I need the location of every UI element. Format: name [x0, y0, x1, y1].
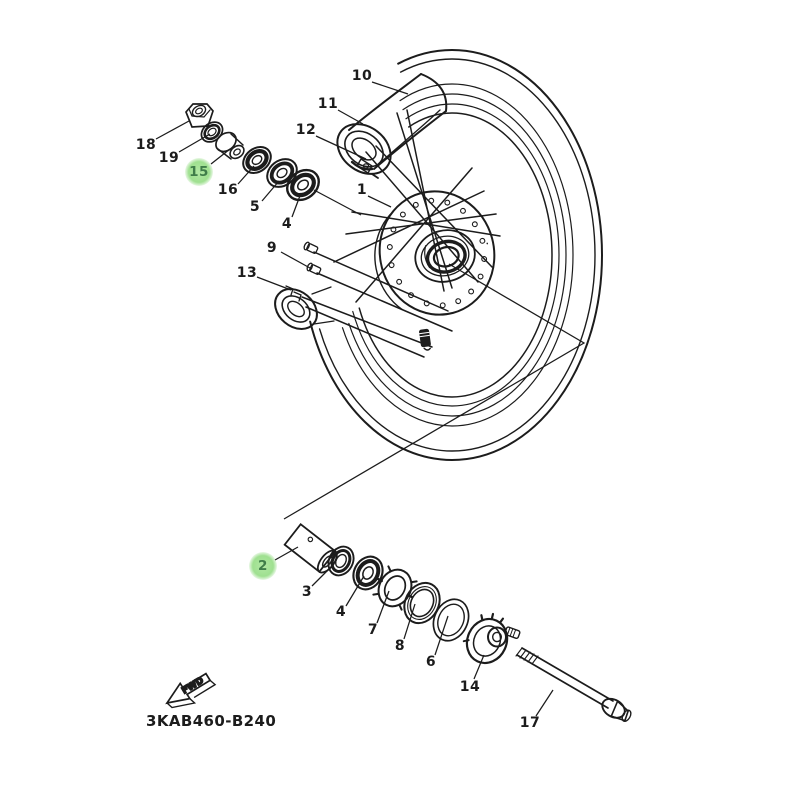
leader-6	[434, 615, 449, 656]
leader-14	[473, 654, 485, 680]
callout-1: 1	[356, 182, 368, 198]
axle-nut-18	[185, 103, 214, 128]
leader-12	[315, 135, 367, 160]
bearing-5	[266, 158, 298, 188]
leader-18	[155, 120, 190, 140]
callout-19: 19	[158, 150, 180, 166]
leader-3	[311, 563, 335, 587]
leader-9	[280, 251, 311, 269]
leader-5	[261, 180, 280, 202]
rim-section-10-11	[336, 73, 448, 179]
part-code: 3KAB460-B240	[146, 712, 277, 730]
axle-axis-line	[313, 189, 362, 216]
callout-16: 16	[217, 182, 239, 198]
callout-11: 11	[317, 96, 339, 112]
leader-19	[178, 133, 211, 153]
callout-6: 6	[425, 654, 437, 670]
callout-4: 4	[281, 216, 293, 232]
speedometer-drive-14	[462, 612, 521, 665]
leader-17	[535, 689, 554, 717]
wheel-rim	[274, 49, 603, 461]
callout-13: 13	[236, 265, 258, 281]
hub-spoke-holes	[386, 197, 488, 309]
retainer-7	[372, 565, 418, 611]
leader-15	[210, 148, 231, 165]
callout-10: 10	[351, 68, 373, 84]
callout-18: 18	[135, 137, 157, 153]
callout-5: 5	[249, 199, 261, 215]
leader-7	[376, 590, 390, 624]
leader-4	[291, 192, 302, 218]
ring-6	[432, 598, 470, 642]
leader-1	[367, 195, 392, 208]
oil-seal-16	[242, 146, 272, 174]
axle-bolt-17	[515, 647, 632, 722]
valve-stem	[418, 328, 431, 351]
leader-2	[274, 546, 299, 561]
wheel-hub	[374, 190, 496, 321]
leader-4	[345, 575, 365, 607]
callout-2-highlighted: 2	[249, 552, 277, 580]
callout-3: 3	[301, 584, 313, 600]
spokes	[285, 109, 501, 358]
bearing-4-top	[286, 168, 320, 202]
leader-10	[371, 81, 409, 95]
speedo-stub	[504, 626, 521, 640]
callout-15-highlighted: 15	[185, 158, 213, 186]
callout-8: 8	[394, 638, 406, 654]
rim-hole-tab-12	[356, 158, 379, 179]
leader-13	[256, 276, 292, 291]
callout-9: 9	[266, 240, 278, 256]
hub-to-collar-leader	[283, 263, 586, 520]
leader-8	[403, 603, 416, 640]
callout-7: 7	[367, 622, 379, 638]
collar-spacer-2	[283, 522, 338, 574]
callout-4: 4	[335, 604, 347, 620]
callout-17: 17	[519, 715, 541, 731]
leader-16	[237, 165, 255, 185]
leader-11	[337, 109, 364, 125]
callout-14: 14	[459, 679, 481, 695]
oil-seal-3	[327, 545, 355, 577]
spoke-nipples-9	[303, 241, 322, 275]
callout-12: 12	[295, 122, 317, 138]
